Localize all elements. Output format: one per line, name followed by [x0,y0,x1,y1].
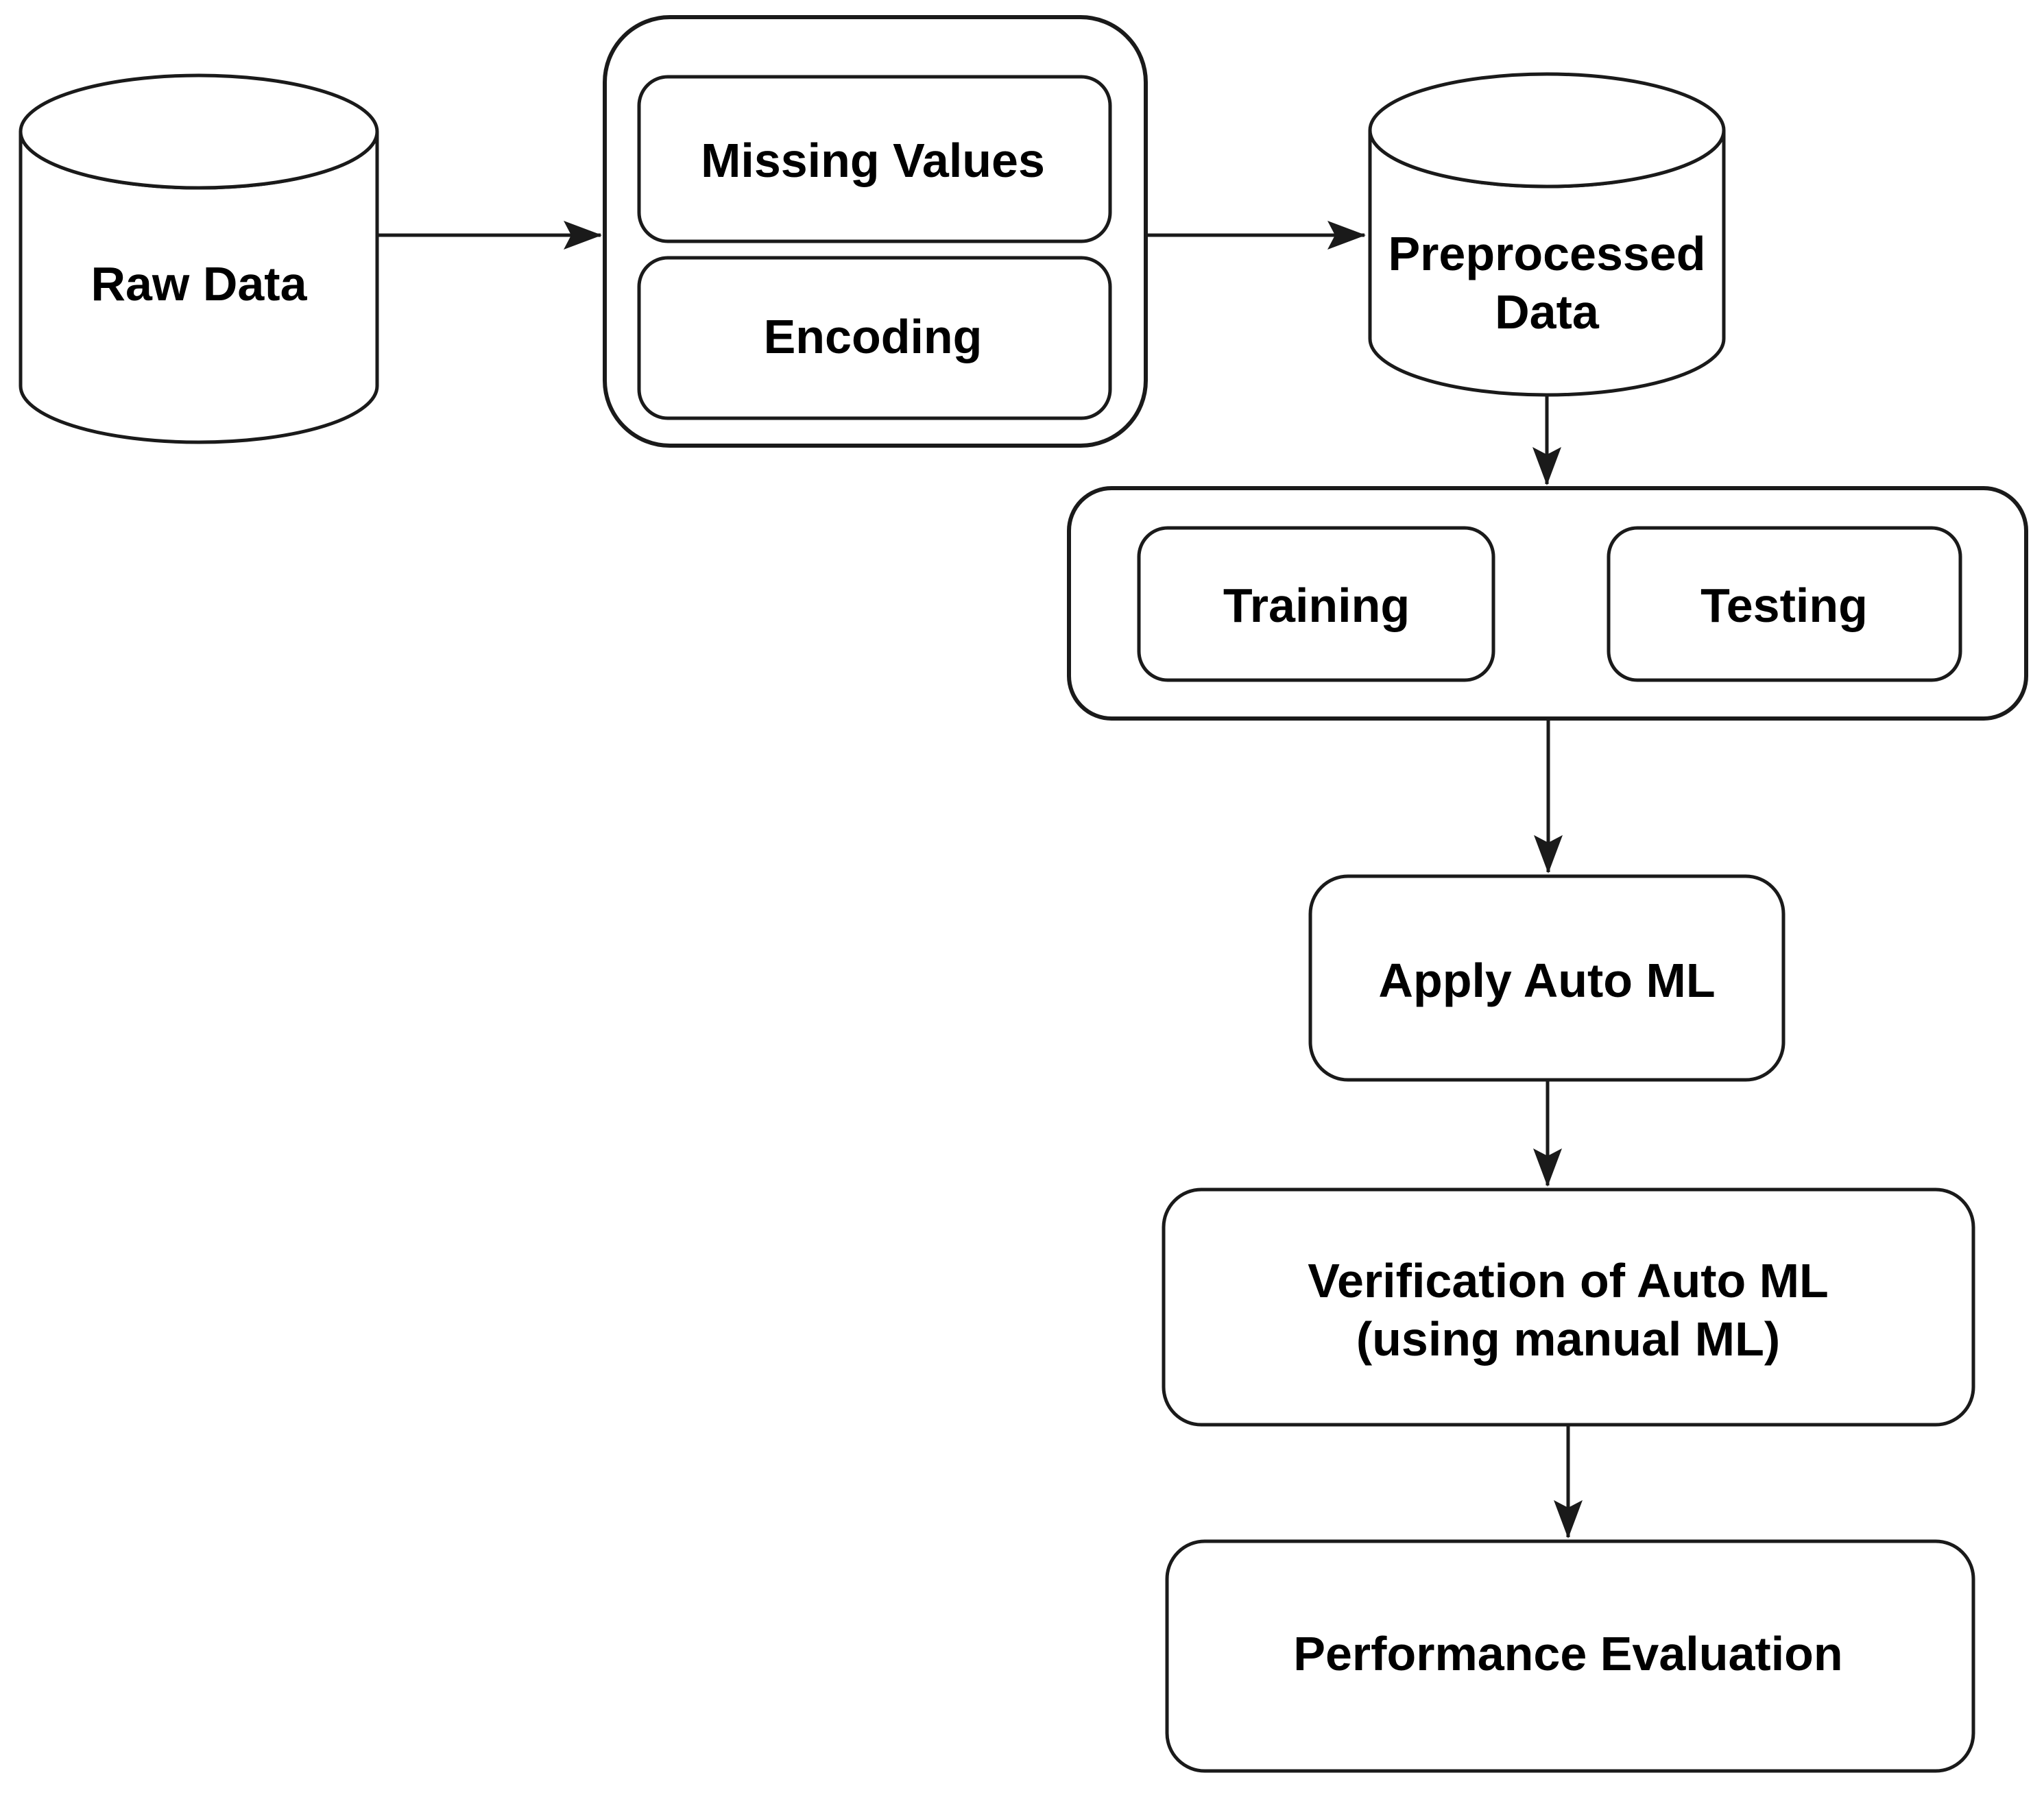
missing-values-label: Missing Values [701,134,1045,187]
training-label: Training [1223,579,1410,632]
apply-auto-ml-node: Apply Auto ML [1308,874,1786,1082]
raw-data-cylinder-top [19,73,379,190]
train-test-group: Training Testing [1067,486,2028,721]
encoding-label: Encoding [764,310,983,363]
training-box [1137,526,1495,682]
preprocessed-data-label-line1: Preprocessed [1388,227,1705,280]
testing-box [1607,526,1962,682]
performance-evaluation-node: Performance Evaluation [1165,1539,1975,1773]
verification-label-line1: Verification of Auto ML [1308,1254,1829,1307]
raw-data-label: Raw Data [91,257,307,311]
verification-node: Verification of Auto ML (using manual ML… [1162,1187,1975,1427]
preprocessed-data-node: Preprocessed Data [1368,72,1726,397]
raw-data-node: Raw Data [19,73,379,444]
encoding-box [637,256,1112,420]
performance-evaluation-label: Performance Evaluation [1293,1627,1842,1680]
missing-values-box [637,75,1112,243]
apply-auto-ml-box [1308,874,1786,1082]
verification-label-line2: (using manual ML) [1356,1312,1780,1366]
verification-box [1162,1187,1975,1427]
preprocessed-data-cylinder-top [1368,72,1726,189]
performance-evaluation-box [1165,1539,1975,1773]
preprocessing-group: Missing Values Encoding [603,15,1148,448]
preprocessed-data-label-line2: Data [1495,285,1600,339]
apply-auto-ml-label: Apply Auto ML [1378,954,1715,1007]
testing-label: Testing [1700,579,1868,632]
